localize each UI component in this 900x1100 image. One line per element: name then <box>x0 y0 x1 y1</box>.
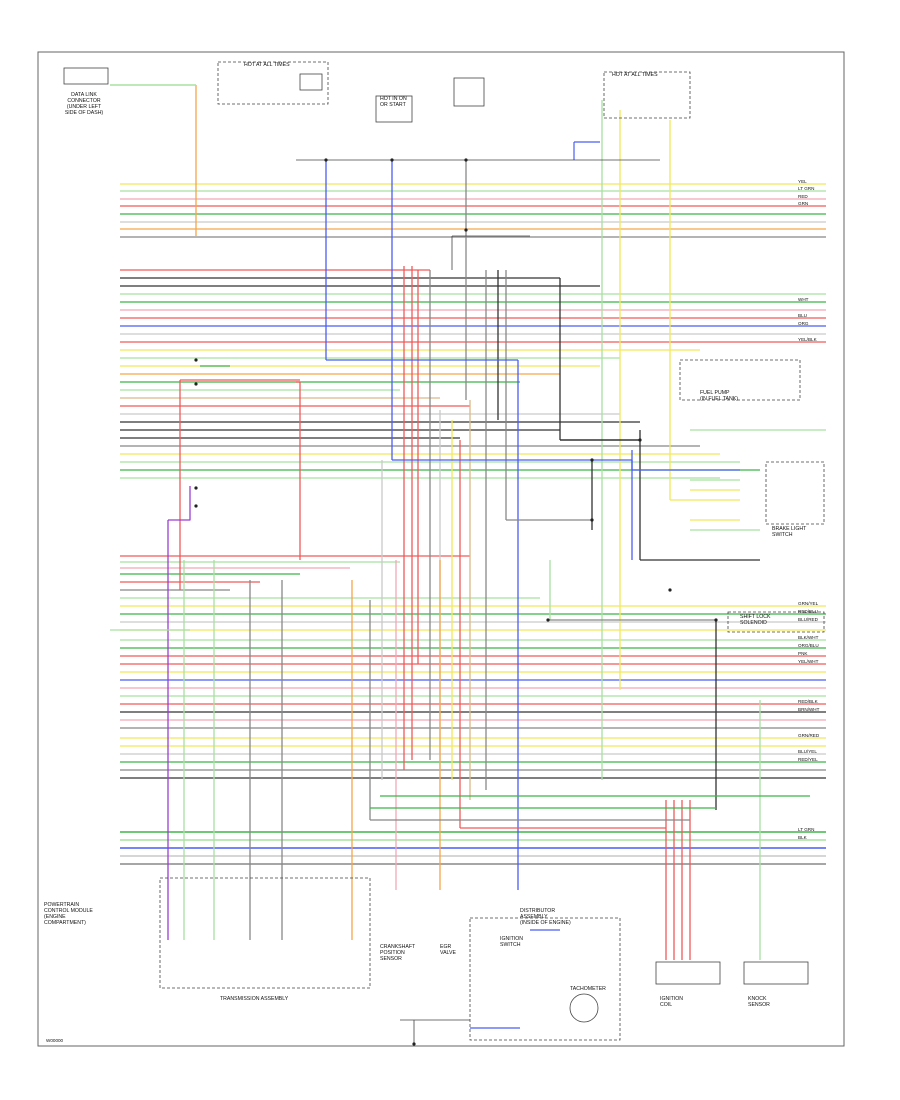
ecm-label: COMPARTMENT) <box>44 920 86 926</box>
splice-dot <box>590 458 594 462</box>
wire-color-label: GRN/YEL <box>798 601 819 606</box>
wire-color-label: LT GRN <box>798 827 814 832</box>
splice-dot <box>390 158 394 162</box>
wire-color-label: GRN <box>798 201 808 206</box>
sensor-connector-box <box>655 961 721 985</box>
shift-lock-label: SOLENOID <box>740 620 767 626</box>
fuse-block-box <box>217 61 329 105</box>
ignition-module-box <box>469 917 621 1041</box>
tachometer-label: TACHOMETER <box>570 986 606 992</box>
wire-color-label: YEL <box>798 179 807 184</box>
splice-dot <box>638 438 642 442</box>
fuse-label: HOT AT ALL TIMES <box>612 72 658 78</box>
diagram-border <box>37 51 845 1047</box>
data-link-connector-label: (UNDER LEFT <box>67 104 102 110</box>
ignition-switch-label: IGNITION <box>500 936 523 942</box>
fuel-pump-label: (IN FUEL TANK) <box>700 396 738 402</box>
wire-color-label: RED/YEL <box>798 757 818 762</box>
ecm-label: CONTROL MODULE <box>44 908 93 914</box>
fuel-pump-label: FUEL PUMP <box>700 390 730 396</box>
distributor-label: (INSIDE OF ENGINE) <box>520 920 571 926</box>
wire-color-label: YEL/BLK <box>798 337 818 342</box>
fuse-label: OR START <box>380 102 407 108</box>
transmission-assembly-box <box>159 877 371 989</box>
wire-color-label: BLK/WHT <box>798 635 819 640</box>
splice-dot <box>194 504 198 508</box>
wire-color-label: GRN/RED <box>798 733 820 738</box>
ecm-label: POWERTRAIN <box>44 902 79 908</box>
crank-sensor-label: POSITION <box>380 950 405 956</box>
wire-color-label: LT GRN <box>798 186 814 191</box>
splice-dot <box>194 382 198 386</box>
splice-dot <box>412 1042 416 1046</box>
wire-color-label: YEL/WHT <box>798 659 819 664</box>
wire-color-label: BLU/RED <box>798 617 819 622</box>
ignition-switch-label: SWITCH <box>500 942 521 948</box>
main-relay-box <box>603 71 691 119</box>
splice-dot <box>668 588 672 592</box>
splice-dot <box>714 618 718 622</box>
knock-sensor-label: SENSOR <box>748 1002 770 1008</box>
wire-layer <box>110 84 826 1029</box>
splice-dot <box>194 486 198 490</box>
wire-color-label: RED <box>798 194 808 199</box>
egr-valve-label: VALVE <box>440 950 456 956</box>
component-layer <box>63 61 825 1046</box>
splice-dot <box>464 158 468 162</box>
ignition-coil-label: COIL <box>660 1002 672 1008</box>
brake-switch-label: SWITCH <box>772 532 793 538</box>
splice-dot <box>546 618 550 622</box>
splice-dot <box>194 358 198 362</box>
fuse-box <box>453 77 485 107</box>
diagram-code: W00000 <box>46 1038 64 1043</box>
fuse-box <box>375 95 413 123</box>
fuel-pump-box <box>679 359 801 401</box>
sensor-connector-box <box>743 961 809 985</box>
wire-color-label: BRN/WHT <box>798 707 820 712</box>
link-wire <box>168 486 191 521</box>
data-link-connector-label: DATA LINK <box>71 92 97 98</box>
shift-lock-box <box>727 611 825 633</box>
crank-sensor-label: SENSOR <box>380 956 402 962</box>
splice-dot <box>590 518 594 522</box>
fuse-label: HOT AT ALL TIMES <box>244 62 290 68</box>
splice-dot <box>464 228 468 232</box>
tachometer-icon <box>569 993 599 1023</box>
wire-color-label: BLU <box>798 313 807 318</box>
wire-color-label: ORG/BLU <box>798 643 819 648</box>
wire-color-label: ORG <box>798 321 809 326</box>
data-link-connector-box <box>63 67 109 85</box>
wire-color-label: BLK <box>798 835 808 840</box>
wire-color-label: RED/BLK <box>798 699 819 704</box>
wire-color-label: PNK <box>798 651 808 656</box>
fuse-label: HOT IN ON <box>380 96 407 102</box>
distributor-label: ASSEMBLY <box>520 914 548 920</box>
transmission-label: TRANSMISSION ASSEMBLY <box>220 996 289 1002</box>
relay-box <box>299 73 323 91</box>
shift-lock-label: SHIFT LOCK <box>740 614 771 620</box>
data-link-connector-label: CONNECTOR <box>67 98 101 104</box>
brake-switch-label: BRAKE LIGHT <box>772 526 807 532</box>
ignition-coil-label: IGNITION <box>660 996 683 1002</box>
ecm-label: (ENGINE <box>44 914 66 920</box>
wire-color-label: BLU/YEL <box>798 749 817 754</box>
link-wire <box>392 459 740 471</box>
knock-sensor-label: KNOCK <box>748 996 767 1002</box>
data-link-connector-label: SIDE OF DASH) <box>65 110 104 116</box>
crank-sensor-label: CRANKSHAFT <box>380 944 416 950</box>
egr-valve-label: EGR <box>440 944 451 950</box>
splice-dot <box>324 158 328 162</box>
distributor-label: DISTRIBUTOR <box>520 908 555 914</box>
wire-color-label: WHT <box>798 297 809 302</box>
wire-color-label: RED/BLU <box>798 609 818 614</box>
